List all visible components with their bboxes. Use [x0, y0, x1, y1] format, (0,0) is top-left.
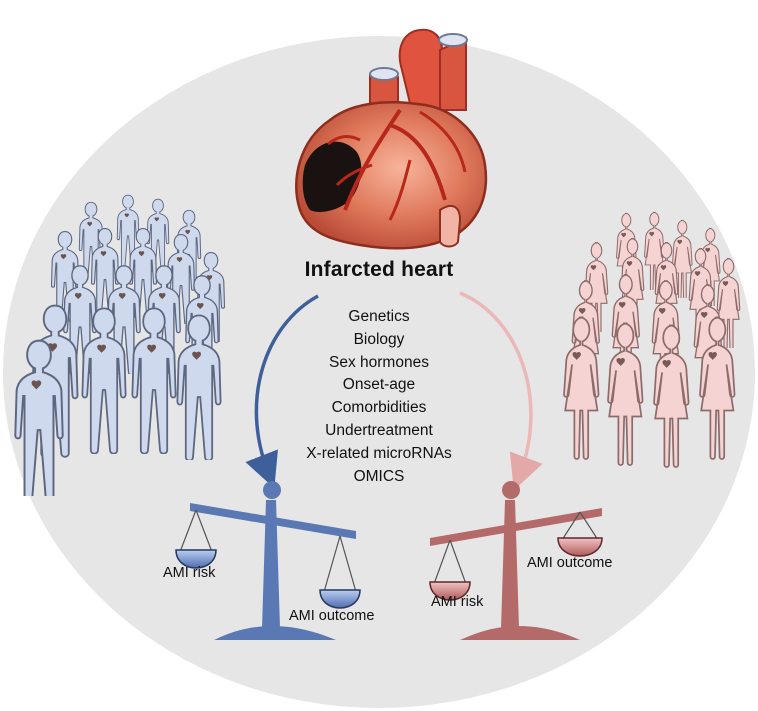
factor-item: Onset-age [342, 376, 416, 394]
factor-item: Genetics [348, 308, 410, 325]
factor-item: Undertreatment [325, 421, 433, 439]
male-ami-risk-label: AMI risk [163, 565, 216, 581]
male-arrow [245, 294, 319, 489]
female-arrow [459, 291, 543, 491]
female-balance-scale [429, 481, 603, 640]
male-balance-scale [175, 481, 361, 640]
diagram-title: Infarcted heart [304, 258, 454, 281]
factor-item: X-related microRNAs [306, 444, 452, 462]
factor-item: Sex hormones [329, 353, 429, 371]
male-ami-outcome-label: AMI outcome [289, 608, 375, 624]
female-ami-risk-label: AMI risk [431, 594, 484, 610]
factor-item: Comorbidities [331, 399, 427, 417]
factor-item: Biology [353, 330, 405, 348]
female-ami-outcome-label: AMI outcome [527, 555, 613, 571]
factor-item: OMICS [353, 467, 405, 485]
infarcted-heart-icon [295, 28, 488, 250]
